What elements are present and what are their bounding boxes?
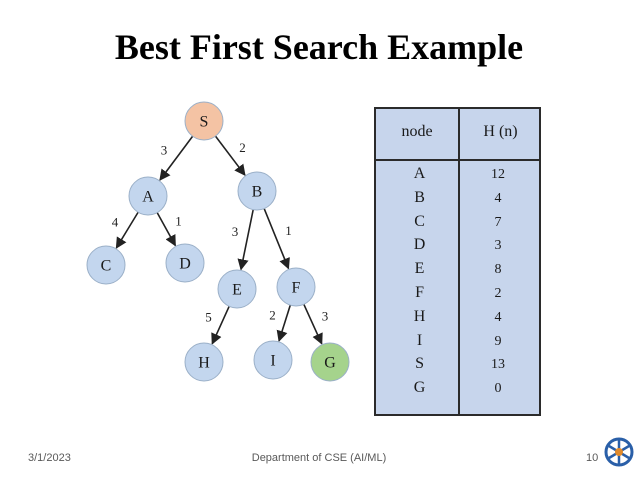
edge-F-I bbox=[276, 304, 292, 342]
node-label: E bbox=[232, 282, 242, 299]
header-divider bbox=[376, 159, 539, 161]
cell-heuristic: 13 bbox=[491, 357, 506, 373]
cell-node: G bbox=[413, 379, 426, 397]
cell-node: H bbox=[413, 307, 426, 325]
edge-cost-label: 4 bbox=[112, 215, 119, 230]
edge-cost-label: 1 bbox=[175, 214, 182, 229]
tree-node-C: C bbox=[86, 245, 126, 285]
edge-cost-label: 5 bbox=[205, 310, 212, 325]
tree-node-G: G bbox=[310, 342, 350, 382]
cell-node: C bbox=[414, 212, 425, 230]
node-label: B bbox=[252, 184, 263, 201]
edge-A-D bbox=[156, 212, 177, 247]
cell-node: I bbox=[416, 331, 423, 349]
node-circle bbox=[217, 269, 257, 309]
cell-heuristic: 4 bbox=[494, 190, 502, 206]
cell-node: D bbox=[413, 236, 426, 254]
node-circle bbox=[128, 176, 168, 216]
tree-node-I: I bbox=[253, 340, 293, 380]
cell-heuristic: 4 bbox=[494, 309, 502, 325]
edge-B-E bbox=[237, 209, 254, 271]
node-circle bbox=[184, 342, 224, 382]
cell-heuristic: 3 bbox=[494, 238, 502, 254]
edge-E-H bbox=[211, 305, 230, 345]
edge-S-B bbox=[214, 135, 246, 176]
tree-node-F: F bbox=[276, 267, 316, 307]
edge-cost-label: 3 bbox=[232, 224, 239, 239]
cell-node: A bbox=[413, 165, 426, 182]
node-circle bbox=[237, 171, 277, 211]
cell-heuristic: 7 bbox=[494, 214, 502, 230]
header-node: node bbox=[401, 123, 433, 140]
footer-department: Department of CSE (AI/ML) bbox=[251, 452, 387, 464]
cell-node: B bbox=[414, 188, 425, 206]
tree-node-A: A bbox=[128, 176, 168, 216]
table-row: A 12 bbox=[376, 165, 539, 189]
cell-node: E bbox=[414, 260, 425, 278]
edge-S-A bbox=[159, 135, 194, 181]
node-label: C bbox=[101, 258, 112, 275]
edge-cost-label: 1 bbox=[285, 223, 292, 238]
node-circle bbox=[165, 243, 205, 283]
cell-heuristic: 12 bbox=[491, 167, 506, 182]
edge-F-G bbox=[303, 303, 323, 345]
node-label: G bbox=[324, 355, 336, 372]
edge-cost-label: 3 bbox=[322, 309, 329, 324]
node-label: A bbox=[142, 189, 154, 206]
edge-A-C bbox=[115, 211, 139, 249]
cell-heuristic: 8 bbox=[494, 262, 502, 278]
university-logo-icon bbox=[604, 437, 634, 467]
node-circle bbox=[86, 245, 126, 285]
node-label: S bbox=[200, 114, 209, 131]
node-circle bbox=[310, 342, 350, 382]
tree-node-B: B bbox=[237, 171, 277, 211]
table-row: S 13 bbox=[376, 355, 539, 379]
header-heuristic: H (n) bbox=[483, 123, 518, 140]
edge-cost-label: 2 bbox=[269, 308, 276, 323]
node-circle bbox=[276, 267, 316, 307]
tree-node-D: D bbox=[165, 243, 205, 283]
node-label: F bbox=[292, 280, 301, 297]
footer-page-number: 10 bbox=[586, 452, 599, 464]
node-label: D bbox=[179, 256, 191, 273]
tree-node-S: S bbox=[184, 101, 224, 141]
cell-heuristic: 9 bbox=[494, 333, 502, 349]
node-circle bbox=[184, 101, 224, 141]
cell-heuristic: 0 bbox=[494, 381, 502, 397]
tree-node-E: E bbox=[217, 269, 257, 309]
node-circle bbox=[253, 340, 293, 380]
node-label: I bbox=[270, 353, 275, 370]
edge-cost-label: 2 bbox=[239, 140, 246, 155]
tree-node-H: H bbox=[184, 342, 224, 382]
node-label: H bbox=[198, 355, 210, 372]
footer-date: 3/1/2023 bbox=[28, 452, 71, 464]
cell-heuristic: 2 bbox=[494, 285, 502, 301]
edge-cost-label: 3 bbox=[161, 143, 168, 158]
cell-node: F bbox=[415, 283, 424, 301]
cell-node: S bbox=[415, 355, 424, 373]
edge-B-F bbox=[263, 208, 290, 270]
slide-title: Best First Search Example bbox=[114, 27, 524, 67]
column-divider bbox=[458, 109, 460, 414]
